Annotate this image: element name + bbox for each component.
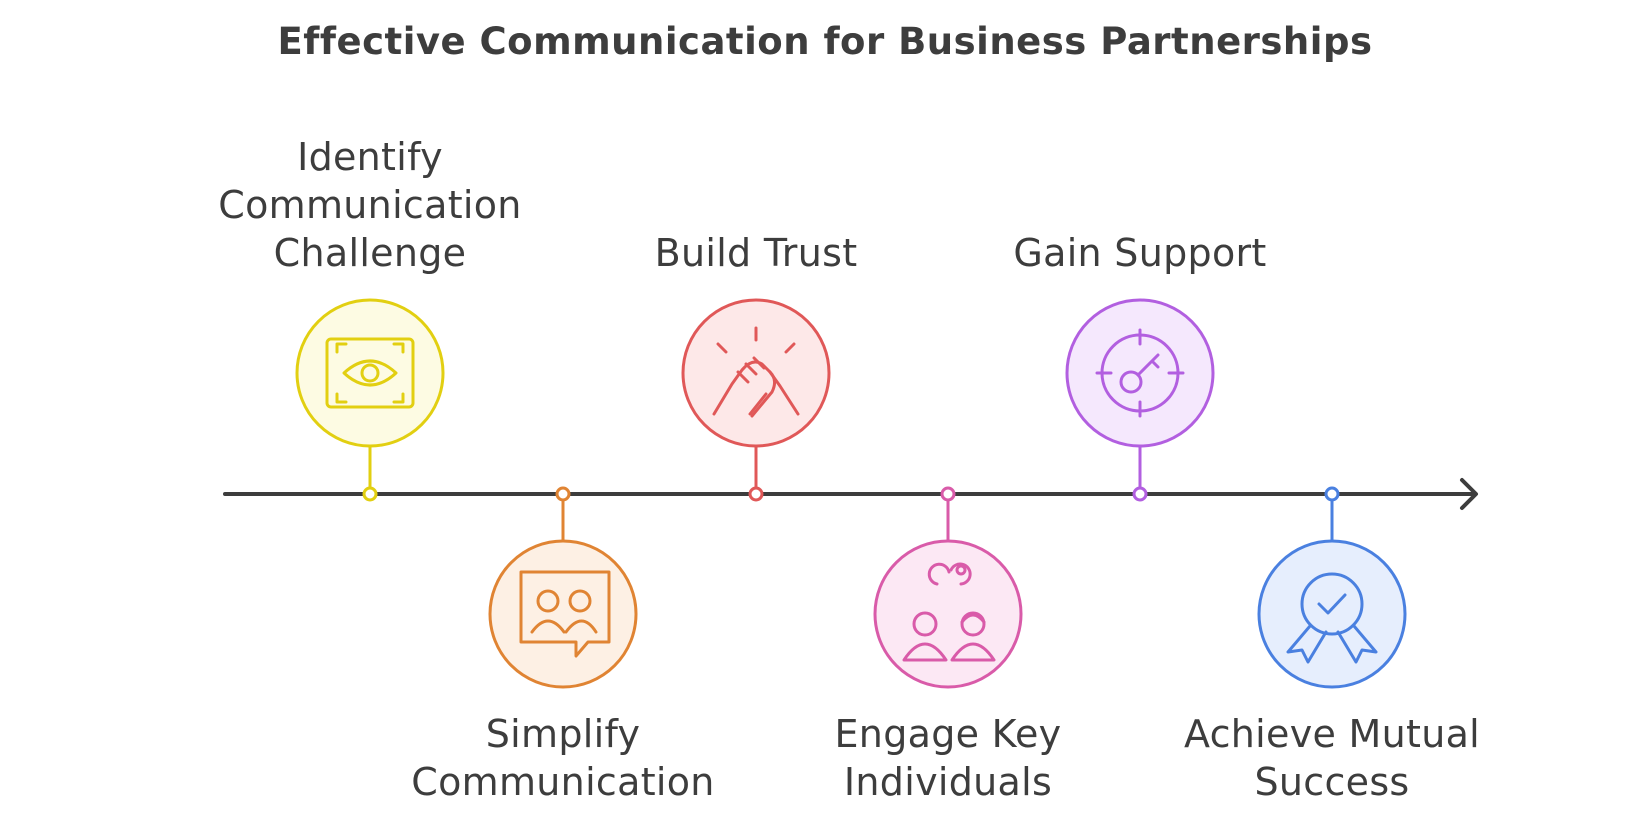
award-badge-icon bbox=[1286, 572, 1378, 664]
step-label-identify-challenge: Identify Communication Challenge bbox=[218, 135, 522, 275]
step-simplify-communication bbox=[488, 486, 638, 689]
step-identify-challenge bbox=[295, 298, 445, 502]
step-label-gain-support: Gain Support bbox=[1013, 231, 1267, 275]
step-label-engage-individuals: Engage Key Individuals bbox=[834, 712, 1062, 804]
target-key-icon bbox=[1095, 328, 1185, 418]
group-chat-icon bbox=[519, 570, 611, 658]
timeline-axis bbox=[223, 478, 1478, 510]
step-label-achieve-success: Achieve Mutual Success bbox=[1183, 712, 1481, 804]
step-label-build-trust: Build Trust bbox=[654, 231, 858, 275]
eye-scan-icon bbox=[325, 337, 415, 409]
step-engage-individuals bbox=[873, 486, 1023, 689]
people-connect-icon bbox=[902, 562, 996, 662]
step-achieve-success bbox=[1257, 486, 1407, 689]
step-build-trust bbox=[681, 298, 831, 502]
diagram-title: Effective Communication for Business Par… bbox=[277, 20, 1373, 63]
handshake-icon bbox=[712, 326, 800, 418]
step-gain-support bbox=[1065, 298, 1215, 502]
step-label-simplify-communication: Simplify Communication bbox=[411, 712, 715, 804]
arrow-head-icon bbox=[1460, 478, 1478, 510]
